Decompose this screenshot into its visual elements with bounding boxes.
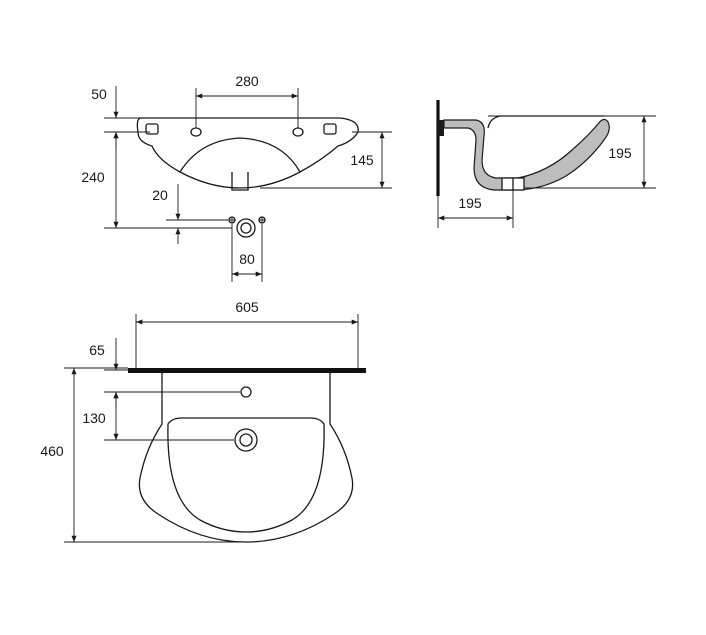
front-view-outer-body [138, 373, 354, 543]
mounting-hole-right [292, 127, 304, 137]
front-view-drain-outer [234, 428, 258, 452]
side-view-inner-bowl [487, 115, 604, 129]
dim-edge-offset-label: 50 [91, 86, 107, 102]
drain-outer-circle [236, 218, 256, 238]
dim-bowl-depth-label: 145 [350, 152, 374, 168]
drain-inner-circle [240, 222, 252, 234]
dim-width-label: 605 [235, 299, 259, 315]
dim-side-height-label: 195 [608, 145, 632, 161]
dim-drain-spacing-label: 80 [239, 251, 255, 267]
drain-bolt-crosses [229, 217, 265, 223]
mounting-hole-left [190, 127, 202, 137]
front-view: 605 65 130 460 [40, 299, 366, 543]
dim-drain-offset-label: 20 [152, 187, 168, 203]
dim-side-projection-label: 195 [458, 195, 482, 211]
top-view-left-notch [145, 123, 159, 135]
front-view-inner-bowl [167, 417, 325, 533]
top-view-overflow-slot [231, 172, 249, 191]
dim-tap-to-drain-label: 130 [82, 410, 106, 426]
side-view-bracket [438, 120, 444, 136]
dim-top-offset-label: 65 [89, 342, 105, 358]
top-view-bowl-cutout [179, 137, 301, 173]
top-view: 280 50 240 145 20 80 [81, 73, 392, 282]
dim-hole-spacing-label: 280 [235, 73, 259, 89]
side-view-basin-section [443, 118, 610, 191]
dim-depth-label: 240 [81, 169, 105, 185]
front-view-rim [128, 368, 366, 373]
dim-total-height-label: 460 [40, 443, 64, 459]
front-view-drain-inner [239, 433, 253, 447]
top-view-basin-outline [136, 117, 359, 189]
side-view: 195 195 [436, 100, 656, 228]
top-view-right-notch [323, 123, 337, 135]
front-view-tap-hole [240, 386, 252, 398]
